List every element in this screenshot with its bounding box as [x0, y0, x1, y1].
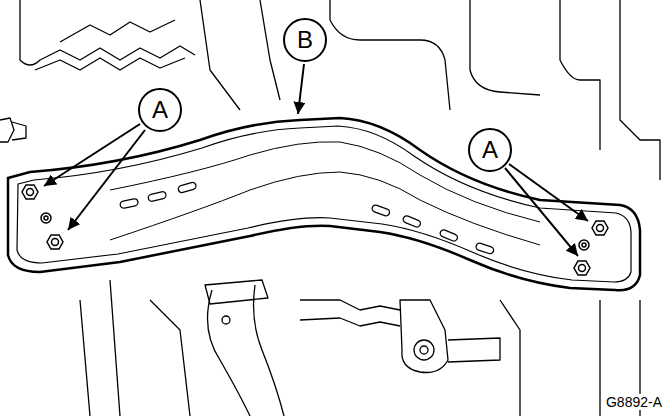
callout-letter: A	[482, 138, 498, 162]
figure-number: G8892-A	[604, 394, 664, 410]
callout-circle: A	[138, 88, 182, 132]
callout-letter: B	[297, 28, 313, 52]
callout-circle: B	[283, 18, 327, 62]
callout-letter: A	[152, 98, 168, 122]
callout-circle: A	[468, 128, 512, 172]
